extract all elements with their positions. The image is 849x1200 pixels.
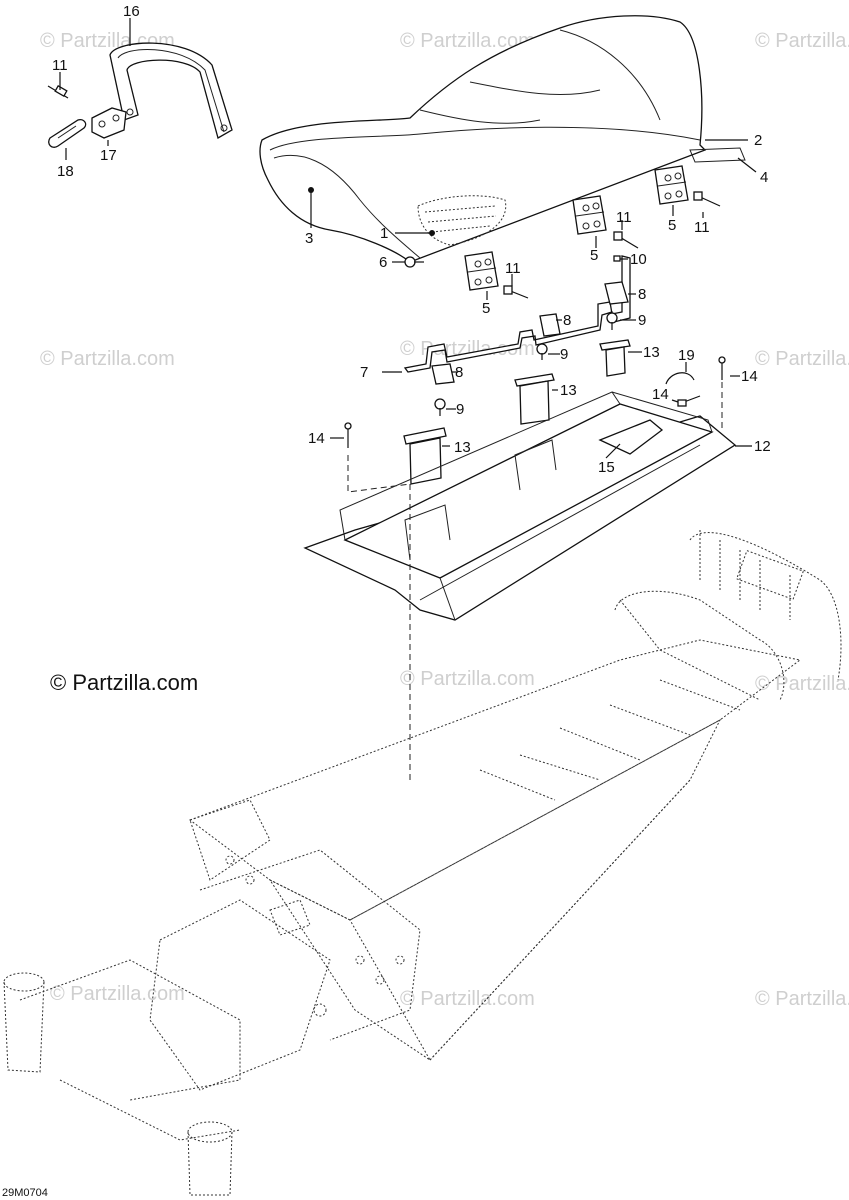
callout-label: 11 [616, 209, 632, 226]
callout-label: 13 [560, 382, 577, 399]
latch-icon [599, 339, 631, 377]
seat-icon [259, 15, 707, 263]
alignment-lines [347, 382, 723, 780]
callout-label: 14 [308, 430, 325, 447]
callout-label: 8 [638, 286, 646, 303]
callout-label: 13 [643, 344, 660, 361]
screw-icon [344, 422, 352, 448]
watermark: © Partzilla.com [755, 30, 849, 52]
callout-label: 15 [598, 459, 615, 476]
screw-icon [606, 312, 618, 330]
plate-icon [48, 118, 87, 148]
callout-label: 11 [52, 57, 68, 74]
callout-label: 5 [590, 247, 598, 264]
screw-icon [718, 356, 726, 380]
callout-label: 5 [668, 217, 676, 234]
screw-icon [47, 85, 69, 99]
callout-label: 3 [305, 230, 313, 247]
watermark: © Partzilla.com [400, 30, 535, 52]
callout-label: 6 [379, 254, 387, 271]
callout-label: 13 [454, 439, 471, 456]
screw-icon [434, 398, 446, 416]
watermark: © Partzilla.com [50, 983, 185, 1005]
callout-label: 14 [652, 386, 669, 403]
screw-icon [677, 395, 701, 407]
latch-icon [514, 373, 555, 425]
callout-label: 12 [754, 438, 771, 455]
callout-label: 9 [560, 346, 568, 363]
copyright-text: © Partzilla.com [50, 670, 198, 695]
callout-label: 11 [694, 219, 710, 236]
callout-label: 17 [100, 147, 117, 164]
callout-label: 5 [482, 300, 490, 317]
callout-label: 18 [57, 163, 74, 180]
callout-labels: 16 11 17 18 2 4 3 1 5 11 11 5 6 10 11 5 … [52, 3, 771, 476]
watermark: © Partzilla.com [40, 348, 175, 370]
clamp-icon [604, 281, 629, 305]
latch-icon [403, 427, 447, 485]
callout-label: 9 [638, 312, 646, 329]
callout-label: 8 [455, 364, 463, 381]
storage-tray-icon [303, 391, 737, 621]
watermark: © Partzilla.com [400, 338, 535, 360]
callout-label: 19 [678, 347, 695, 364]
callout-label: 9 [456, 401, 464, 418]
bracket-icon [91, 107, 127, 139]
clamp-icon [539, 313, 561, 337]
hinge-icon [654, 165, 689, 205]
watermarks: © Partzilla.com © Partzilla.com © Partzi… [40, 30, 849, 1010]
clip-icon [613, 255, 621, 262]
callout-label: 8 [563, 312, 571, 329]
wire-icon [665, 372, 695, 385]
watermark: © Partzilla.com [400, 668, 535, 690]
callout-label: 11 [505, 260, 521, 277]
grab-handle-icon [109, 42, 233, 139]
hinge-icon [464, 251, 499, 291]
screw-icon [536, 343, 548, 360]
hinge-icon [572, 195, 607, 235]
rod-icon [403, 255, 631, 373]
callout-label: 2 [754, 132, 762, 149]
screw-icon [693, 191, 721, 207]
leader-lines [59, 18, 757, 459]
watermark: © Partzilla.com [755, 988, 849, 1010]
watermark: © Partzilla.com [400, 988, 535, 1010]
callout-label: 7 [360, 364, 368, 381]
diagram-code: 29M0704 [2, 1187, 48, 1199]
callout-label: 14 [741, 368, 758, 385]
callout-label: 16 [123, 3, 140, 20]
watermark: © Partzilla.com [755, 673, 849, 695]
chassis-frame-icon [3, 530, 842, 1196]
screw-icon [613, 231, 639, 249]
screw-icon [503, 285, 529, 299]
callout-label: 4 [760, 169, 768, 186]
callout-label: 1 [380, 225, 388, 242]
clamp-icon [431, 363, 455, 385]
watermark: © Partzilla.com [755, 348, 849, 370]
seat-strip-icon [689, 147, 746, 163]
callout-label: 10 [630, 251, 647, 268]
